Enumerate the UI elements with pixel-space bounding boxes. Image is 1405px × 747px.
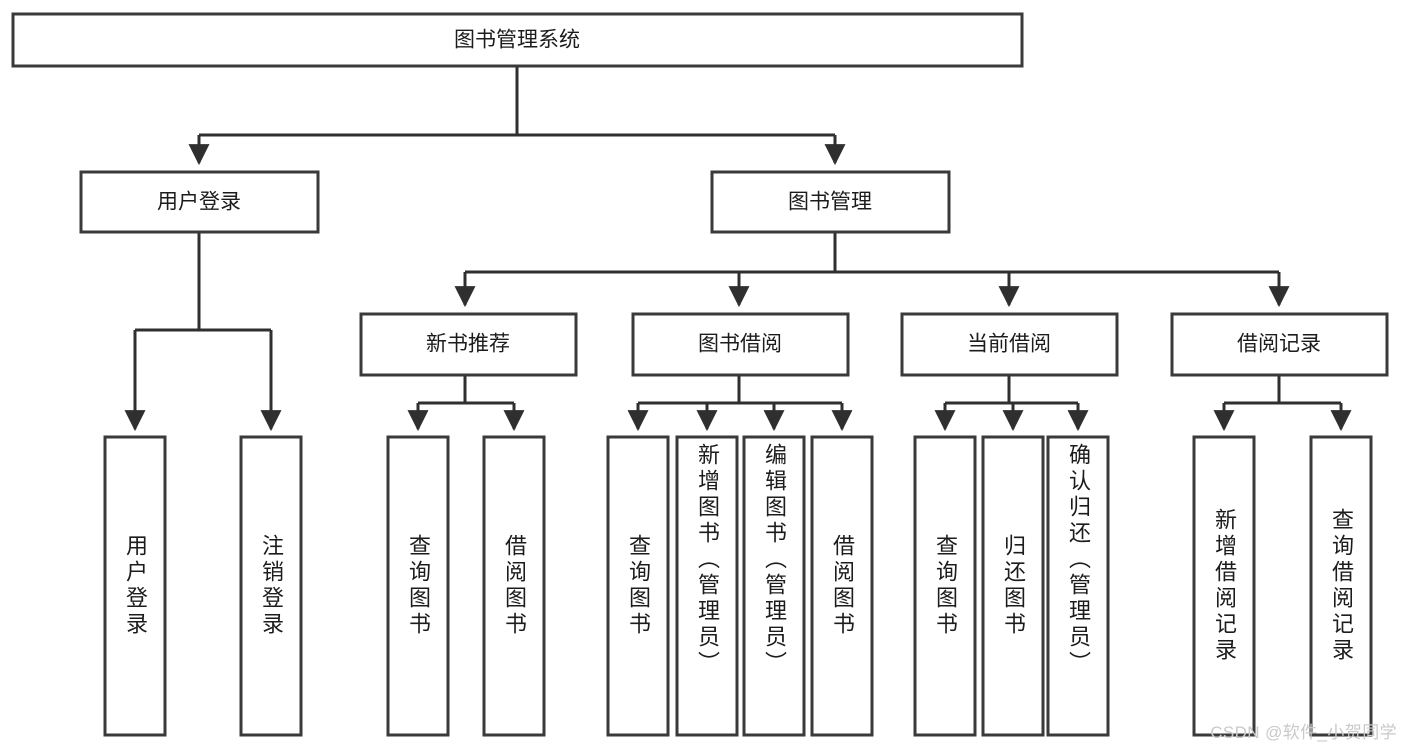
node-book-management[interactable]: 图书管理: [710, 170, 951, 234]
node-user-login-label: 用户登录: [157, 191, 241, 214]
leaf-label: 新增借阅记录: [1212, 508, 1237, 664]
node-leaf-query-borrow-record[interactable]: 查询借阅记录: [1309, 435, 1373, 737]
node-book-management-label: 图书管理: [788, 191, 872, 214]
node-leaf-borrow-book-borrow[interactable]: 借阅图书: [810, 435, 874, 737]
leaf-label: 编辑图书（管理员）: [762, 443, 787, 677]
node-current-borrow[interactable]: 当前借阅: [900, 312, 1119, 377]
node-book-borrow[interactable]: 图书借阅: [631, 312, 850, 377]
node-leaf-edit-book-admin[interactable]: 编辑图书（管理员）: [742, 435, 806, 737]
node-borrow-record[interactable]: 借阅记录: [1170, 312, 1389, 377]
connector-bookmgmt-to-level2: [454, 232, 1290, 308]
node-root-label: 图书管理系统: [454, 29, 580, 52]
leaf-label: 查询图书: [406, 534, 431, 638]
leaf-label: 查询借阅记录: [1329, 508, 1354, 664]
node-leaf-logout[interactable]: 注销登录: [239, 435, 303, 737]
node-current-borrow-label: 当前借阅: [967, 333, 1051, 356]
connector-root-to-level1: [188, 66, 846, 166]
node-leaf-query-book-borrow[interactable]: 查询图书: [606, 435, 670, 737]
node-leaf-confirm-return-admin[interactable]: 确认归还（管理员）: [1046, 435, 1110, 737]
connector-borrowrecord-to-leaves: [1213, 375, 1352, 432]
node-leaf-add-borrow-record[interactable]: 新增借阅记录: [1192, 435, 1256, 737]
connector-currentborrow-to-leaves: [934, 375, 1089, 432]
connector-newbook-to-leaves: [407, 375, 525, 432]
leaf-label: 查询图书: [933, 534, 958, 638]
node-borrow-record-label: 借阅记录: [1237, 333, 1321, 356]
connector-userlogin-to-leaves: [124, 232, 282, 432]
node-leaf-query-book-current[interactable]: 查询图书: [913, 435, 977, 737]
node-leaf-query-book-newbook[interactable]: 查询图书: [386, 435, 450, 737]
leaf-label: 借阅图书: [502, 534, 527, 638]
leaf-label: 注销登录: [259, 534, 284, 638]
leaf-label: 归还图书: [1001, 534, 1026, 638]
node-leaf-borrow-book-newbook[interactable]: 借阅图书: [482, 435, 546, 737]
leaf-label: 用户登录: [123, 534, 148, 638]
leaf-label: 查询图书: [626, 534, 651, 638]
node-leaf-return-book[interactable]: 归还图书: [981, 435, 1045, 737]
node-user-login[interactable]: 用户登录: [79, 170, 320, 234]
node-leaf-add-book-admin[interactable]: 新增图书（管理员）: [675, 435, 739, 737]
node-new-book-recommend[interactable]: 新书推荐: [359, 312, 578, 377]
leaf-label: 借阅图书: [830, 534, 855, 638]
connector-bookborrow-to-leaves: [627, 375, 853, 432]
node-root-system[interactable]: 图书管理系统: [11, 12, 1024, 68]
node-book-borrow-label: 图书借阅: [698, 333, 782, 356]
node-leaf-user-login[interactable]: 用户登录: [103, 435, 167, 737]
node-new-book-recommend-label: 新书推荐: [426, 333, 510, 356]
leaf-label: 确认归还（管理员）: [1066, 443, 1091, 677]
leaf-label: 新增图书（管理员）: [695, 443, 720, 677]
